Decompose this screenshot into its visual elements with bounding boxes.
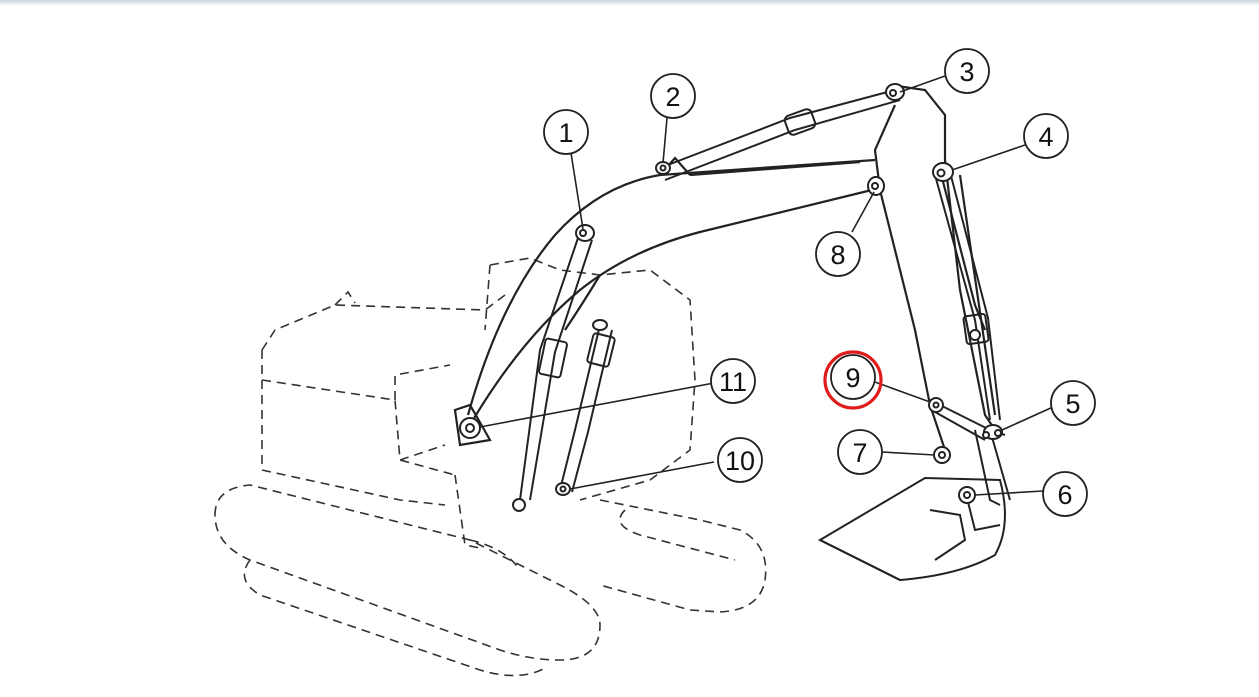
- callout-4: 4: [1023, 113, 1069, 159]
- svg-text:5: 5: [1065, 389, 1080, 419]
- pin-8: [867, 176, 885, 196]
- callout-5: 5: [1050, 380, 1096, 426]
- pin-6: [958, 486, 976, 504]
- pin-5: [982, 424, 1003, 440]
- pivot-pins: [459, 83, 1003, 512]
- callout-3: 3: [944, 48, 990, 94]
- pin-2: [655, 161, 671, 175]
- svg-text:11: 11: [719, 367, 747, 397]
- arm: [873, 83, 997, 451]
- excavator-body-outline: [214, 257, 767, 677]
- callouts: 1 2 3 4 5 6 7 8 9 10 11: [543, 48, 1096, 517]
- pin-11: [459, 417, 481, 439]
- svg-text:2: 2: [665, 82, 680, 112]
- callout-8: 8: [815, 231, 861, 277]
- boom: [453, 156, 881, 447]
- svg-text:4: 4: [1038, 122, 1053, 152]
- svg-text:7: 7: [852, 438, 867, 468]
- pin-10: [555, 482, 571, 496]
- pin-4: [932, 162, 954, 182]
- svg-text:1: 1: [558, 118, 573, 148]
- highlight-ring-callout-9: [823, 350, 883, 410]
- bucket-assembly: [817, 399, 1011, 582]
- leader-lines: [479, 75, 1054, 496]
- pin-boom-cyl-top: [592, 319, 608, 331]
- arm-cylinder: [659, 89, 901, 181]
- callout-10: 10: [717, 437, 763, 483]
- svg-text:8: 8: [830, 240, 845, 270]
- callout-1: 1: [543, 109, 589, 155]
- pin-7: [933, 446, 951, 464]
- svg-text:10: 10: [725, 446, 755, 476]
- svg-text:9: 9: [845, 363, 860, 393]
- callout-11: 11: [710, 358, 756, 404]
- pin-bucket-link: [969, 329, 981, 341]
- callout-7: 7: [837, 429, 883, 475]
- svg-text:6: 6: [1057, 480, 1072, 510]
- bucket-cylinder: [934, 171, 1001, 421]
- svg-text:3: 3: [959, 57, 974, 87]
- boom-cylinders: [519, 237, 616, 501]
- pin-3: [885, 83, 905, 101]
- callout-2: 2: [650, 73, 696, 119]
- pin-1: [575, 224, 595, 242]
- callout-9: 9: [830, 354, 876, 400]
- pin-9: [928, 397, 944, 413]
- pin-boom-cyl-bottom: [512, 498, 526, 512]
- scan-top-edge: [0, 0, 1259, 6]
- callout-6: 6: [1042, 471, 1088, 517]
